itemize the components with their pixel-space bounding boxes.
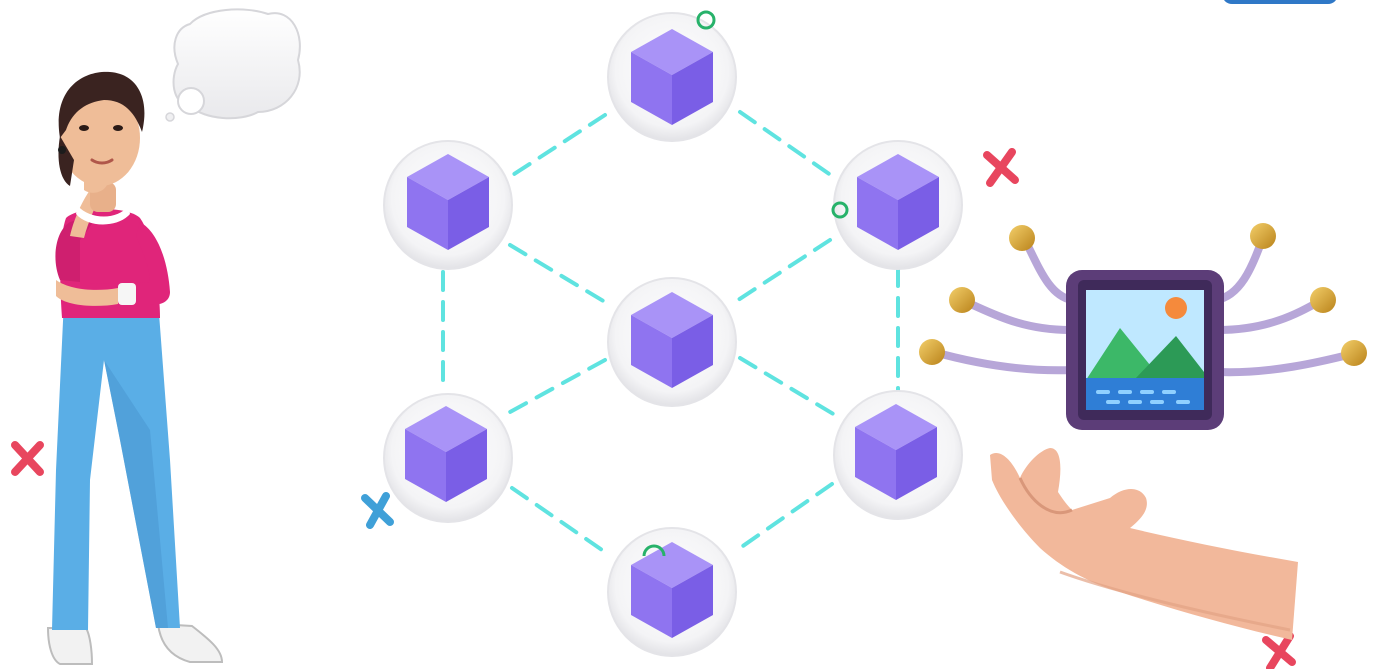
cube-icon (631, 292, 713, 388)
node-lower-right (833, 390, 963, 520)
node-bottom (607, 527, 737, 657)
network-nodes (383, 12, 963, 657)
node-lower-left (383, 393, 513, 523)
cross-icon (11, 441, 44, 476)
edge-upper-right-center (733, 238, 832, 304)
cube-icon (855, 404, 937, 500)
edge-top-upper-left (503, 113, 607, 182)
connector-balls (919, 223, 1367, 366)
edge-center-lower-left (508, 358, 607, 414)
cross-icon (1262, 632, 1296, 669)
edge-top-upper-right (738, 110, 837, 180)
network-edges (441, 110, 900, 554)
shoes (46, 622, 224, 665)
cross-icon (983, 148, 1019, 187)
decor-crosses (11, 148, 1296, 669)
cube-icon (407, 154, 489, 250)
thought-bubble-icon (165, 8, 301, 122)
ring-icon (831, 201, 849, 219)
cube-icon (857, 154, 939, 250)
edge-upper-left-center (508, 243, 612, 307)
node-upper-right (833, 140, 963, 270)
edge-center-lower-right (738, 356, 837, 417)
edge-lower-right-bottom (738, 482, 834, 550)
cube-icon (405, 406, 487, 502)
cube-icon (631, 542, 713, 638)
node-upper-left (383, 140, 513, 270)
person-icon (46, 71, 224, 665)
node-top (607, 12, 737, 142)
ring-icon (642, 544, 666, 557)
ring-icon (696, 10, 716, 30)
corner-badge (1224, 0, 1336, 4)
decor-rings (642, 10, 849, 557)
cross-icon (361, 492, 394, 529)
cube-icon (631, 29, 713, 125)
edge-lower-left-bottom (510, 486, 607, 554)
image-frame-icon (919, 223, 1367, 430)
node-center (607, 277, 737, 407)
hand-icon (990, 448, 1298, 640)
